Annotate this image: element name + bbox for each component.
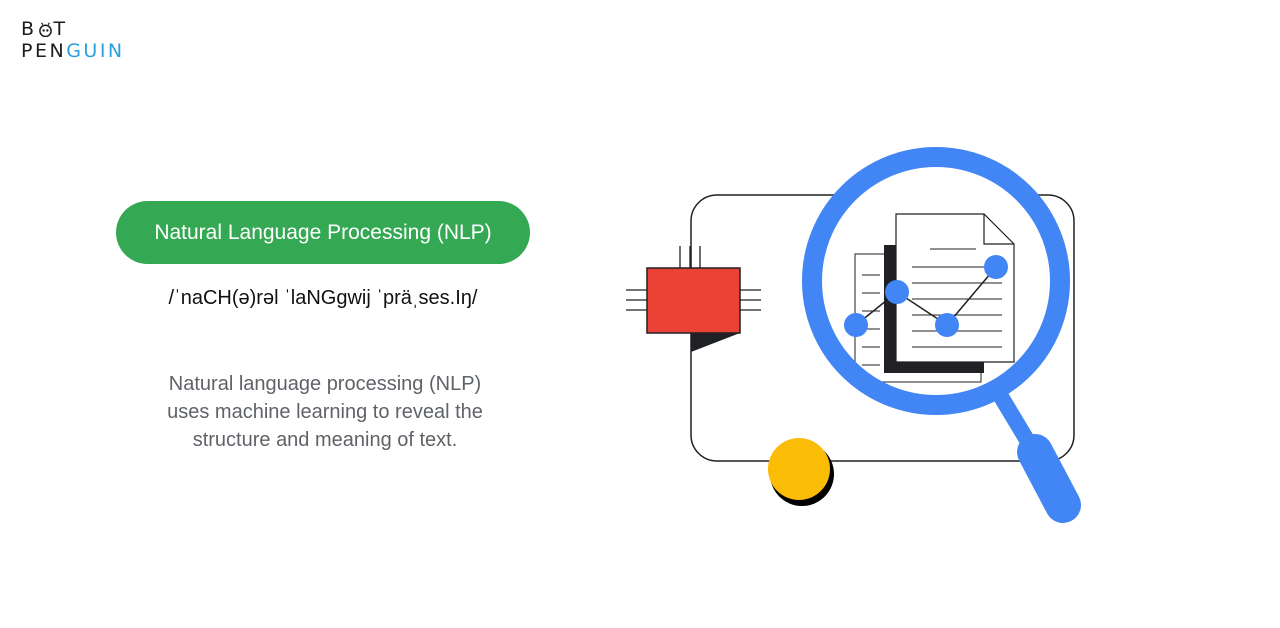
coin-icon: [768, 438, 834, 506]
definition-line-2: uses machine learning to reveal the: [167, 401, 483, 423]
definition-line-1: Natural language processing (NLP): [168, 373, 482, 395]
logo-letter-t: T: [53, 18, 68, 40]
definition-line-3: structure and meaning of text.: [192, 429, 458, 451]
robot-head-icon: [38, 22, 52, 37]
logo-guin: GUIN: [66, 40, 125, 62]
nlp-illustration: [626, 147, 1081, 523]
botpenguin-logo[interactable]: B T PENGUIN: [21, 18, 125, 62]
logo-letter-b: B: [21, 18, 37, 40]
logo-line-1: B T: [21, 18, 125, 40]
term-label: Natural Language Processing (NLP): [154, 220, 492, 244]
term-pill: Natural Language Processing (NLP): [116, 201, 530, 264]
logo-pen: PEN: [21, 40, 67, 62]
phonetic-spelling: /ˈnaCH(ə)rəl ˈlaNGgwij ˈpräˌses.Iŋ/: [168, 287, 478, 309]
magnifier-handle: [992, 387, 1081, 523]
logo-line-2: PENGUIN: [21, 40, 125, 62]
processor-chip-icon: [626, 246, 761, 352]
magnifying-glass-icon: [802, 147, 1070, 415]
line-graph-icon: [844, 255, 1008, 337]
document-icon: [854, 213, 1015, 383]
definition-text: Natural language processing (NLP) uses m…: [116, 370, 534, 454]
